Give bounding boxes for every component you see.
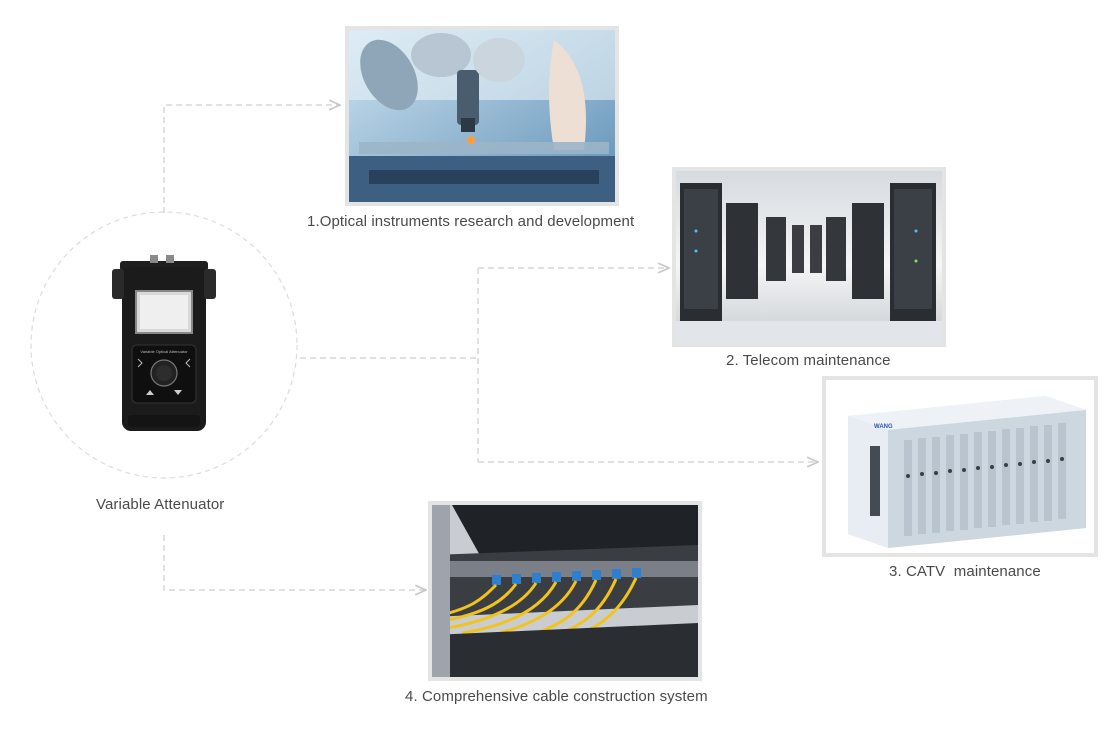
device-dashed-circle bbox=[30, 211, 298, 479]
device-illustration: Variable Optical Attenuator bbox=[108, 255, 220, 435]
app-1-image bbox=[345, 26, 619, 206]
connector-to-app-1 bbox=[163, 105, 340, 213]
catv-brand: WANG bbox=[874, 424, 893, 430]
app-1-caption: 1.Optical instruments research and devel… bbox=[307, 213, 635, 230]
app-3-image: WANG bbox=[822, 376, 1098, 557]
device-label: Variable Attenuator bbox=[96, 496, 225, 513]
app-2-caption: 2. Telecom maintenance bbox=[726, 352, 891, 369]
app-2-image bbox=[672, 167, 946, 347]
app-3-caption: 3. CATV maintenance bbox=[889, 563, 1041, 580]
catv-modules bbox=[904, 423, 1066, 536]
connector-to-app-4 bbox=[163, 535, 426, 590]
app-4-image bbox=[428, 501, 702, 681]
device-screen-label: Variable Optical Attenuator bbox=[140, 349, 188, 354]
app-4-caption: 4. Comprehensive cable construction syst… bbox=[405, 688, 708, 705]
